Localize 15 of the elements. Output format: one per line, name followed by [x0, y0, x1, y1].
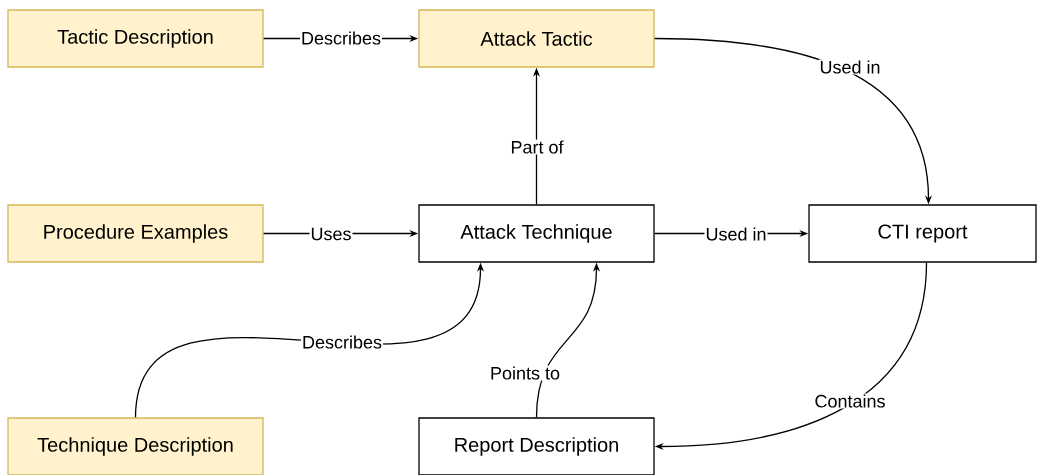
edge-label: Uses	[309, 226, 353, 242]
concept-box: Attack Tactic	[418, 9, 655, 68]
edge-label: Describes	[300, 30, 382, 46]
concept-box: CTI report	[808, 204, 1037, 263]
edge-label: Describes	[301, 334, 383, 350]
concept-box: Technique Description	[7, 417, 264, 475]
edge-label: Contains	[813, 393, 887, 409]
edge-label: Points to	[489, 365, 561, 381]
edge-label: Used in	[704, 226, 768, 242]
concept-box: Report Description	[418, 417, 655, 475]
edge-label: Part of	[509, 139, 565, 155]
concept-box: Attack Technique	[418, 204, 655, 263]
concept-box: Tactic Description	[7, 9, 264, 68]
edge-label: Used in	[818, 59, 882, 75]
concept-box: Procedure Examples	[7, 204, 264, 263]
